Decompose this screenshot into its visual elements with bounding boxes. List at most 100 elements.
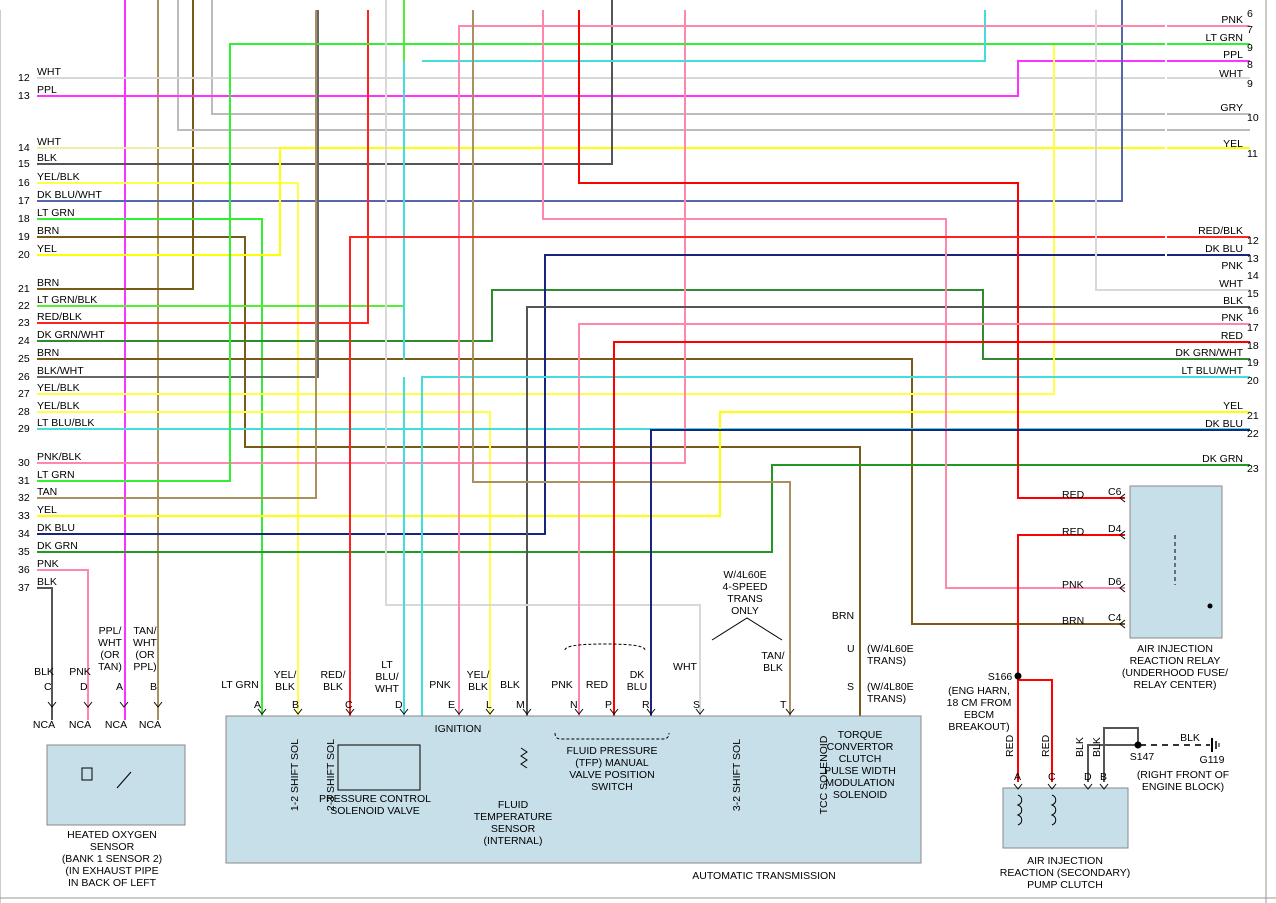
right-pin-15: 15: [1247, 288, 1259, 300]
left-pin-25: 25: [18, 353, 30, 365]
right-wire-label: DK GRN/WHT: [1175, 347, 1243, 359]
connector-symbol: [1119, 619, 1126, 629]
wire-blk-pumpd: [1087, 744, 1138, 782]
left-pin-26: 26: [18, 371, 30, 383]
o2-nca: NCA: [105, 719, 127, 731]
connector-symbol: [609, 708, 619, 715]
wire-wht-15: [1095, 10, 1250, 291]
trans-vertical-label: TCC SOLENOID: [818, 735, 830, 814]
wire-brn-25: [37, 358, 1125, 625]
left-wire-label: PNK: [37, 558, 59, 570]
trans-pin-N: N: [570, 699, 578, 711]
wire-blk-37: [37, 587, 53, 720]
trans-pin-C: C: [345, 699, 353, 711]
wire-pnk-d6: [542, 10, 1125, 589]
connector-symbol: [153, 701, 163, 708]
right-wire-label: RED: [1221, 330, 1244, 342]
trans-pin-B: B: [292, 699, 299, 711]
left-pin-21: 21: [18, 283, 30, 295]
left-wire-label: DK GRN/WHT: [37, 329, 105, 341]
left-pin-35: 35: [18, 546, 30, 558]
right-wire-label: GRY: [1220, 102, 1243, 114]
left-wire-label: LT BLU/BLK: [37, 417, 94, 429]
wire-wht-s: [385, 0, 701, 720]
wire-pnk-e: [458, 25, 1250, 720]
o2-pin-C: C: [44, 681, 52, 693]
trans-title: AUTOMATIC TRANSMISSION: [692, 870, 836, 882]
tfp-bracket: [554, 732, 670, 740]
right-pin-21: 21: [1247, 410, 1259, 422]
left-pin-29: 29: [18, 423, 30, 435]
left-wire-label: BLK: [37, 152, 57, 164]
right-wire-label: YEL: [1223, 138, 1243, 150]
wire-yelblk-16: [37, 182, 299, 720]
right-pin-18: 18: [1247, 340, 1259, 352]
wire-ltgrnblk-22: [37, 0, 405, 307]
relay-node: [1207, 603, 1213, 609]
wire-redblk-23: [37, 10, 369, 324]
left-wire-label: PNK/BLK: [37, 451, 81, 463]
wire-red-p: [613, 341, 1250, 720]
connector-symbol: [1013, 783, 1023, 790]
connector-symbol: [119, 701, 129, 708]
trans-wire-label: WHT: [673, 661, 697, 673]
left-pin-28: 28: [18, 406, 30, 418]
left-wire-label: YEL/BLK: [37, 382, 80, 394]
relay-pin-C4: C4: [1108, 612, 1122, 624]
right-pin-14: 14: [1247, 270, 1259, 282]
right-pin-19: 19: [1247, 357, 1259, 369]
wire-red-pumpc: [1018, 679, 1053, 782]
component-layer: [46, 485, 1223, 864]
tfp-bracket-top: [564, 643, 646, 651]
note-bracket: [711, 617, 783, 641]
relay-pin-D6: D6: [1108, 576, 1122, 588]
connector-symbol: [1099, 783, 1109, 790]
relay-pin-D4: D4: [1108, 523, 1122, 535]
trans-pin-A: A: [254, 699, 261, 711]
left-wire-label: YEL/BLK: [37, 400, 80, 412]
left-wire-label: LT GRN: [37, 207, 75, 219]
pump-wire-label: RED: [1004, 734, 1016, 757]
trans-pin-T: T: [780, 699, 787, 711]
o2-pin-D: D: [80, 681, 88, 693]
right-wire-label: PNK: [1221, 260, 1243, 272]
wire-yel-20: [37, 148, 281, 256]
right-pin-8: 8: [1247, 59, 1253, 71]
wire-ltgrn-31: [37, 43, 1250, 482]
trans-wire-label: PNK: [429, 679, 451, 691]
trans-wire-label: RED/BLK: [320, 669, 345, 693]
o2-nca: NCA: [69, 719, 91, 731]
o2-sensor-box: [46, 744, 186, 826]
pump-pin-B: B: [1100, 771, 1107, 783]
left-pin-31: 31: [18, 475, 30, 487]
trans-pin-S: S: [847, 681, 854, 693]
left-wire-label: PPL: [37, 84, 57, 96]
connector-symbol: [646, 708, 656, 715]
wire-gry-top: [211, 0, 1250, 115]
connector-symbol: [1083, 783, 1093, 790]
trans-wire-label: YEL/BLK: [467, 669, 490, 693]
right-pin-11: 11: [1247, 148, 1258, 160]
relay-wire-label: BRN: [1062, 615, 1084, 627]
wire-tan-t: [472, 10, 791, 720]
left-wire-label: BRN: [37, 347, 59, 359]
trans-pin-L: L: [486, 699, 492, 711]
relay-wire-label: RED: [1062, 526, 1085, 538]
right-pin-20: 20: [1247, 375, 1259, 387]
right-pin-7: 7: [1247, 24, 1253, 36]
left-wire-label: RED/BLK: [37, 311, 82, 323]
clutch-coil: [1016, 794, 1023, 826]
left-wire-label: LT GRN/BLK: [37, 294, 97, 306]
left-pin-18: 18: [18, 213, 30, 225]
connector-symbol: [785, 708, 795, 715]
o2-wire-label: BLK: [34, 666, 54, 678]
wire-blk-pumpb: [1103, 727, 1139, 782]
wire-dkbluwht-17: [37, 0, 1123, 202]
pump-wire-label: RED: [1040, 734, 1052, 757]
wire-red-d4: [1017, 534, 1125, 720]
left-wire-label: WHT: [37, 66, 61, 78]
